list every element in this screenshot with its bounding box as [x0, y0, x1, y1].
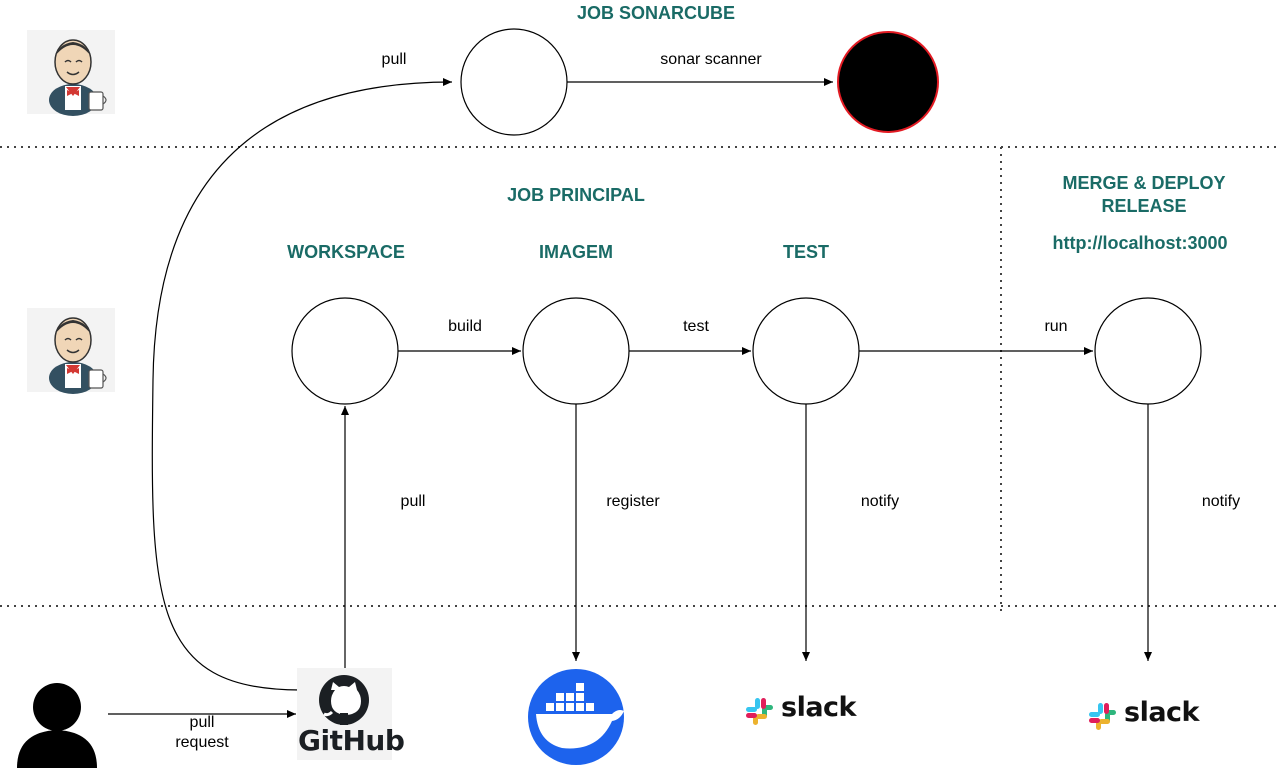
node-workspace — [291, 297, 399, 405]
node-sonar-scanner — [837, 31, 939, 133]
edge-label-notify-test: notify — [860, 493, 900, 510]
docker-icon — [528, 669, 624, 765]
jenkins-icon — [26, 307, 116, 395]
edge-label-sonar-scanner: sonar scanner — [660, 51, 762, 68]
slack-wordmark-test: slack — [781, 692, 857, 723]
edge-label-pull-top: pull — [381, 51, 407, 68]
node-sonar-pull — [460, 28, 568, 136]
jenkins-icon — [26, 29, 116, 117]
github-icon — [297, 668, 392, 760]
edge-label-test: test — [683, 318, 709, 335]
stage-workspace: WORKSPACE — [287, 242, 405, 262]
github-wordmark: GitHub — [298, 724, 405, 757]
slack-icon — [746, 698, 773, 725]
deploy-url: http://localhost:3000 — [1052, 233, 1228, 253]
node-test — [752, 297, 860, 405]
heading-deploy-line2: RELEASE — [1101, 196, 1187, 216]
slack-wordmark-deploy: slack — [1124, 697, 1200, 728]
edge-label-pull-github: pull — [400, 493, 426, 510]
heading-deploy-line1: MERGE & DEPLOY — [1062, 173, 1226, 193]
edge-label-run: run — [1044, 318, 1068, 335]
node-deploy — [1094, 297, 1202, 405]
edge-label-pull-request-2: request — [175, 734, 229, 751]
edge-label-notify-deploy: notify — [1201, 493, 1241, 510]
edge-label-pull-request-1: pull — [189, 714, 215, 731]
user-icon — [17, 683, 97, 768]
edge-pull-sonar — [151, 78, 453, 691]
slack-icon — [1089, 703, 1116, 730]
heading-job-principal: JOB PRINCIPAL — [507, 185, 645, 205]
edge-label-build: build — [448, 318, 482, 335]
stage-imagem: IMAGEM — [539, 242, 613, 262]
node-imagem — [522, 297, 630, 405]
heading-job-sonar: JOB SONARCUBE — [576, 3, 736, 23]
stage-test: TEST — [782, 242, 830, 262]
edge-label-register: register — [606, 493, 660, 510]
